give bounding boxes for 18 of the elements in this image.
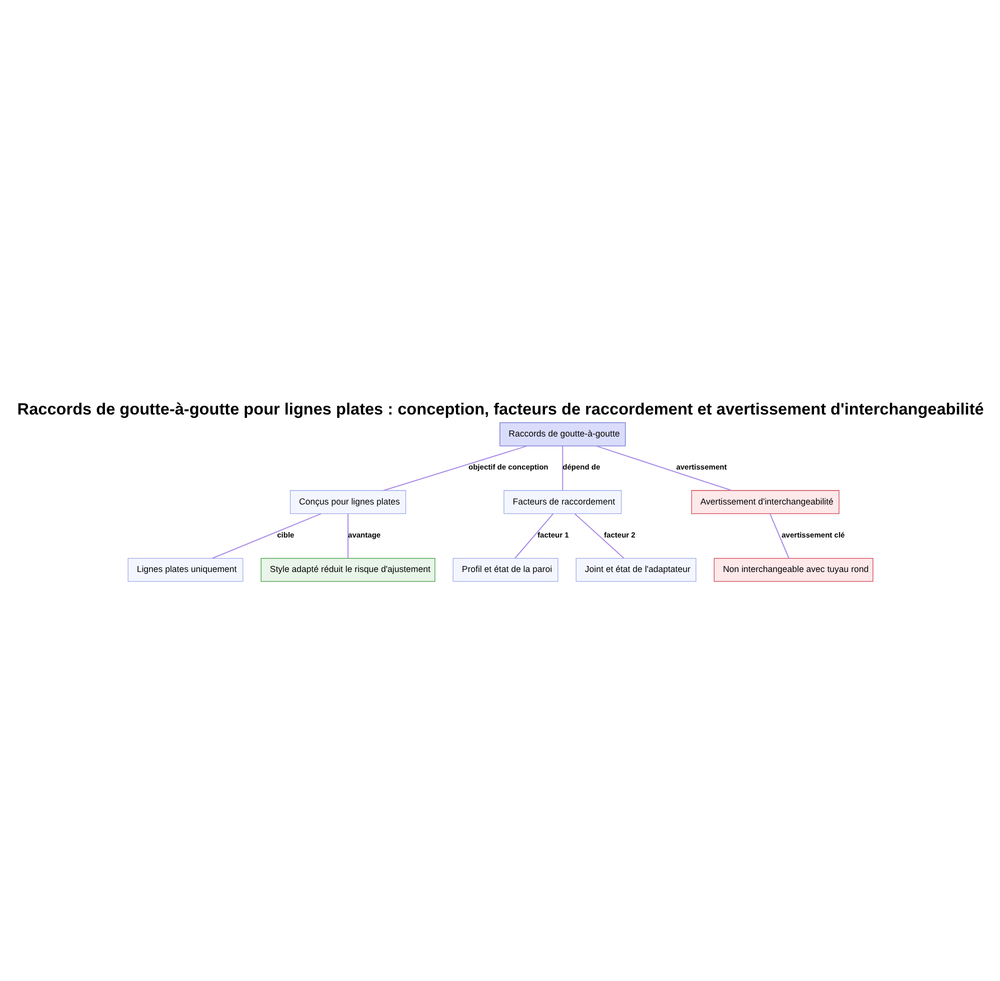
- node-box: Facteurs de raccordement: [503, 490, 622, 514]
- node-box: Joint et état de l'adaptateur: [575, 558, 696, 582]
- connector: [769, 514, 789, 558]
- connector: [562, 446, 563, 490]
- node-box: Non interchangeable avec tuyau rond: [713, 558, 873, 582]
- connector: [514, 513, 554, 559]
- node-box: Lignes plates uniquement: [127, 558, 243, 582]
- node-box: Avertissement d'interchangeabilité: [690, 490, 839, 514]
- node-box: Raccords de goutte-à-goutte: [499, 422, 626, 446]
- connector: [347, 514, 348, 558]
- connector: [212, 513, 321, 559]
- node-box: Profil et état de la paroi: [452, 558, 558, 582]
- diagram-title: Raccords de goutte-à-goutte pour lignes plates : conception, facteurs de raccordement et avertissement d'interchangeabilité: [16, 400, 984, 418]
- connector: [382, 445, 527, 491]
- connector: [574, 513, 624, 559]
- connector: [595, 445, 732, 491]
- node-box: Conçus pour lignes plates: [289, 490, 406, 514]
- node-box: Style adapté réduit le risque d'ajustement: [260, 558, 435, 582]
